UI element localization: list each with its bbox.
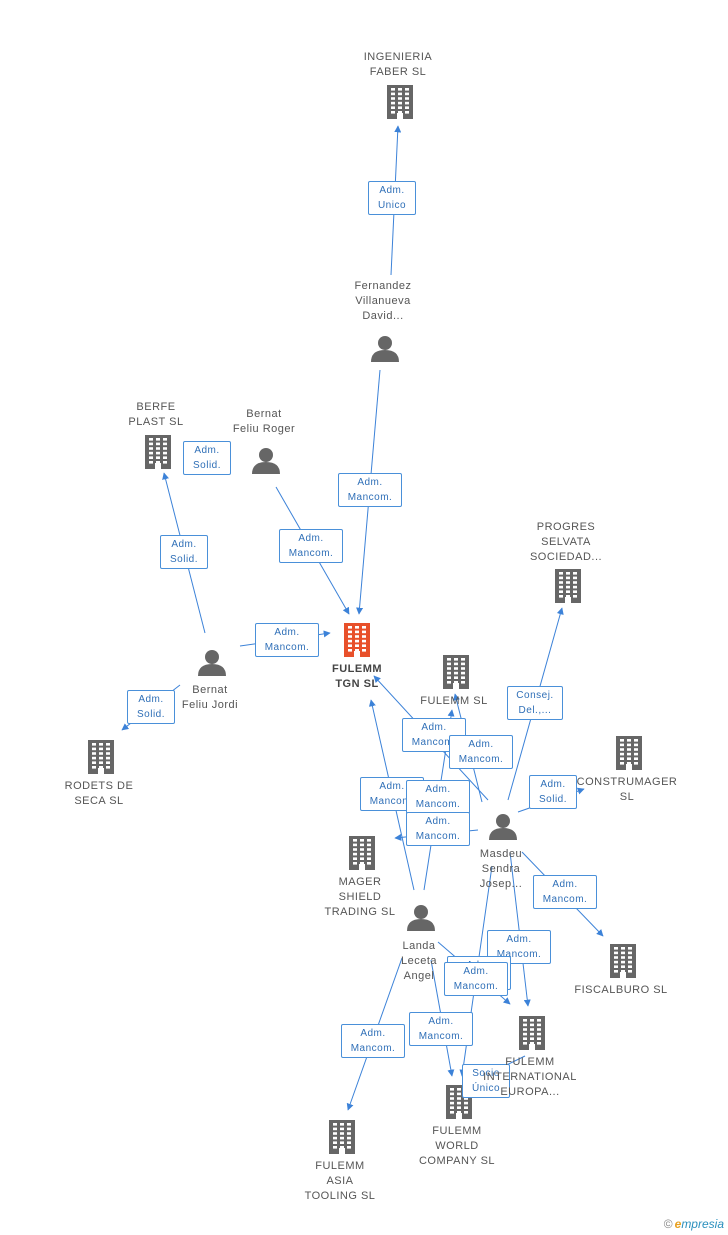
node-label-fulemm-sl[interactable]: FULEMM SL [420,695,488,707]
edge-label-masdeu-to-construmager[interactable]: Adm. Solid. [529,775,577,809]
edge-label-bernat_roger-to-berfe_plast[interactable]: Adm. Solid. [183,441,231,475]
edge-label-landa-to-fulemm_asia[interactable]: Adm. Mancom. [341,1024,405,1058]
node-label-fiscalburo[interactable]: FISCALBURO SL [574,984,668,996]
edge-masdeu-to-fulemm_intl [509,851,531,1007]
copyright-symbol: © [663,1217,673,1231]
node-label-landa[interactable]: Landa Leceta Angel [400,940,438,982]
bernat-roger-person-icon[interactable] [252,448,280,474]
footer-brand[interactable]: ©empresia [664,1217,724,1231]
ingenieria-faber-building-icon[interactable] [387,85,413,119]
edge-label-masdeu-to-progres_selvata[interactable]: Consej. Del.,... [507,686,563,720]
edge-label-bernat_jordi-to-fulemm_tgn[interactable]: Adm. Mancom. [255,623,319,657]
edge-label-bernat_jordi-to-rodets_seca[interactable]: Adm. Solid. [127,690,175,724]
edge-label-fulemm_intl-to-fulemm_world[interactable]: Socio Único [462,1064,510,1098]
rodets-seca-building-icon[interactable] [88,740,114,774]
edge-label-bernat_roger-to-fulemm_tgn[interactable]: Adm. Mancom. [279,529,343,563]
edge-label-masdeu-to-fiscalburo[interactable]: Adm. Mancom. [533,875,597,909]
edge-label-fernandez-to-ingenieria_faber[interactable]: Adm. Unico [368,181,416,215]
fulemm-sl-building-icon[interactable] [443,655,469,689]
bernat-jordi-person-icon[interactable] [198,650,226,676]
node-label-bernat-jordi[interactable]: Bernat Feliu Jordi [181,684,239,711]
fulemm-tgn-building-icon[interactable] [344,623,370,657]
node-label-mager-shield[interactable]: MAGER SHIELD TRADING SL [324,876,396,918]
landa-person-icon[interactable] [407,905,435,931]
fulemm-intl-building-icon[interactable] [519,1016,545,1050]
node-label-masdeu[interactable]: Masdeu Sendra Josep... [479,848,523,890]
node-label-bernat-roger[interactable]: Bernat Feliu Roger [232,408,296,435]
fiscalburo-building-icon[interactable] [610,944,636,978]
node-label-fernandez[interactable]: Fernandez Villanueva David... [354,280,412,322]
node-label-fulemm-intl[interactable]: FULEMM INTERNATIONAL EUROPA... [483,1056,577,1098]
berfe-plast-building-icon[interactable] [145,435,171,469]
fernandez-person-icon[interactable] [371,336,399,362]
node-label-ingenieria-faber[interactable]: INGENIERIA FABER SL [363,51,433,78]
node-label-berfe-plast[interactable]: BERFE PLAST SL [128,401,184,428]
progres-selvata-building-icon[interactable] [555,569,581,603]
node-label-construmager[interactable]: CONSTRUMAGER SL [576,776,678,803]
edge-label-landa-to-fulemm_world[interactable]: Adm. Mancom. [409,1012,473,1046]
edge-label-masdeu-to-mager_shield[interactable]: Adm. Mancom. [406,812,470,846]
mager-shield-building-icon[interactable] [349,836,375,870]
fulemm-asia-building-icon[interactable] [329,1120,355,1154]
edge-label-masdeu-to-fulemm_sl[interactable]: Adm. Mancom. [449,735,513,769]
node-label-rodets-seca[interactable]: RODETS DE SECA SL [64,780,134,807]
edge-label-fernandez-to-fulemm_tgn[interactable]: Adm. Mancom. [338,473,402,507]
construmager-building-icon[interactable] [616,736,642,770]
node-label-fulemm-world[interactable]: FULEMM WORLD COMPANY SL [418,1125,496,1167]
node-label-fulemm-asia[interactable]: FULEMM ASIA TOOLING SL [304,1160,376,1202]
node-label-fulemm-tgn[interactable]: FULEMM TGN SL [331,663,383,690]
brand-name: mpresia [681,1217,724,1231]
edge-label-landa-to-fulemm_sl[interactable]: Adm. Mancom. [406,780,470,814]
node-label-progres-selvata[interactable]: PROGRES SELVATA SOCIEDAD... [529,521,603,563]
brand-initial: e [674,1217,682,1231]
edge-label-masdeu-to-fulemm_world[interactable]: Adm. Mancom. [444,962,508,996]
edge-label-bernat_jordi-to-berfe_plast[interactable]: Adm. Solid. [160,535,208,569]
masdeu-person-icon[interactable] [489,814,517,840]
